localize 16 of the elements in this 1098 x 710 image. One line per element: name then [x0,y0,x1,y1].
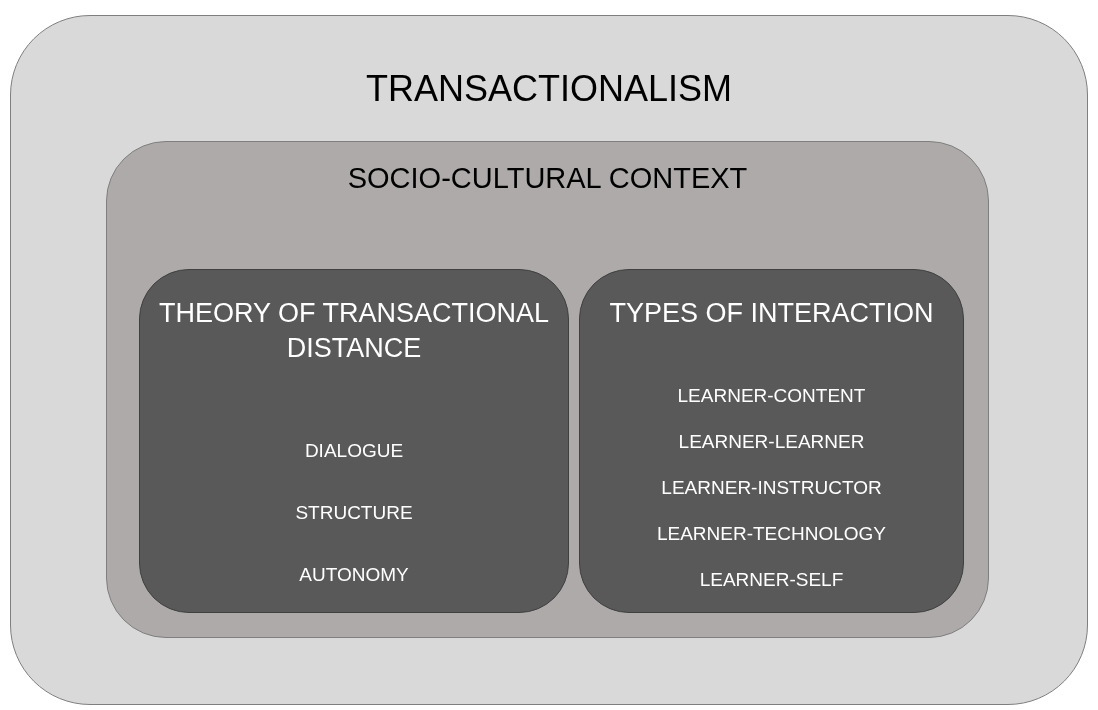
panel-heading: THEORY OF TRANSACTIONAL DISTANCE [157,297,551,366]
list-item: LEARNER-SELF [699,569,844,591]
panel-heading: SOCIO-CULTURAL CONTEXT [347,161,748,196]
rounded-panel [10,15,1088,705]
list-item: LEARNER-INSTRUCTOR [661,477,882,499]
list-item: LEARNER-CONTENT [677,385,866,407]
rounded-panel [579,269,964,613]
panel-heading: TRANSACTIONALISM [365,67,732,111]
list-item: STRUCTURE [295,502,413,524]
list-item: AUTONOMY [299,564,409,586]
list-item: LEARNER-TECHNOLOGY [656,523,887,545]
rounded-panel [106,141,989,638]
panel-heading: TYPES OF INTERACTION [609,297,934,330]
list-item: LEARNER-LEARNER [678,431,865,453]
list-item: DIALOGUE [304,440,404,462]
rounded-panel [139,269,569,613]
